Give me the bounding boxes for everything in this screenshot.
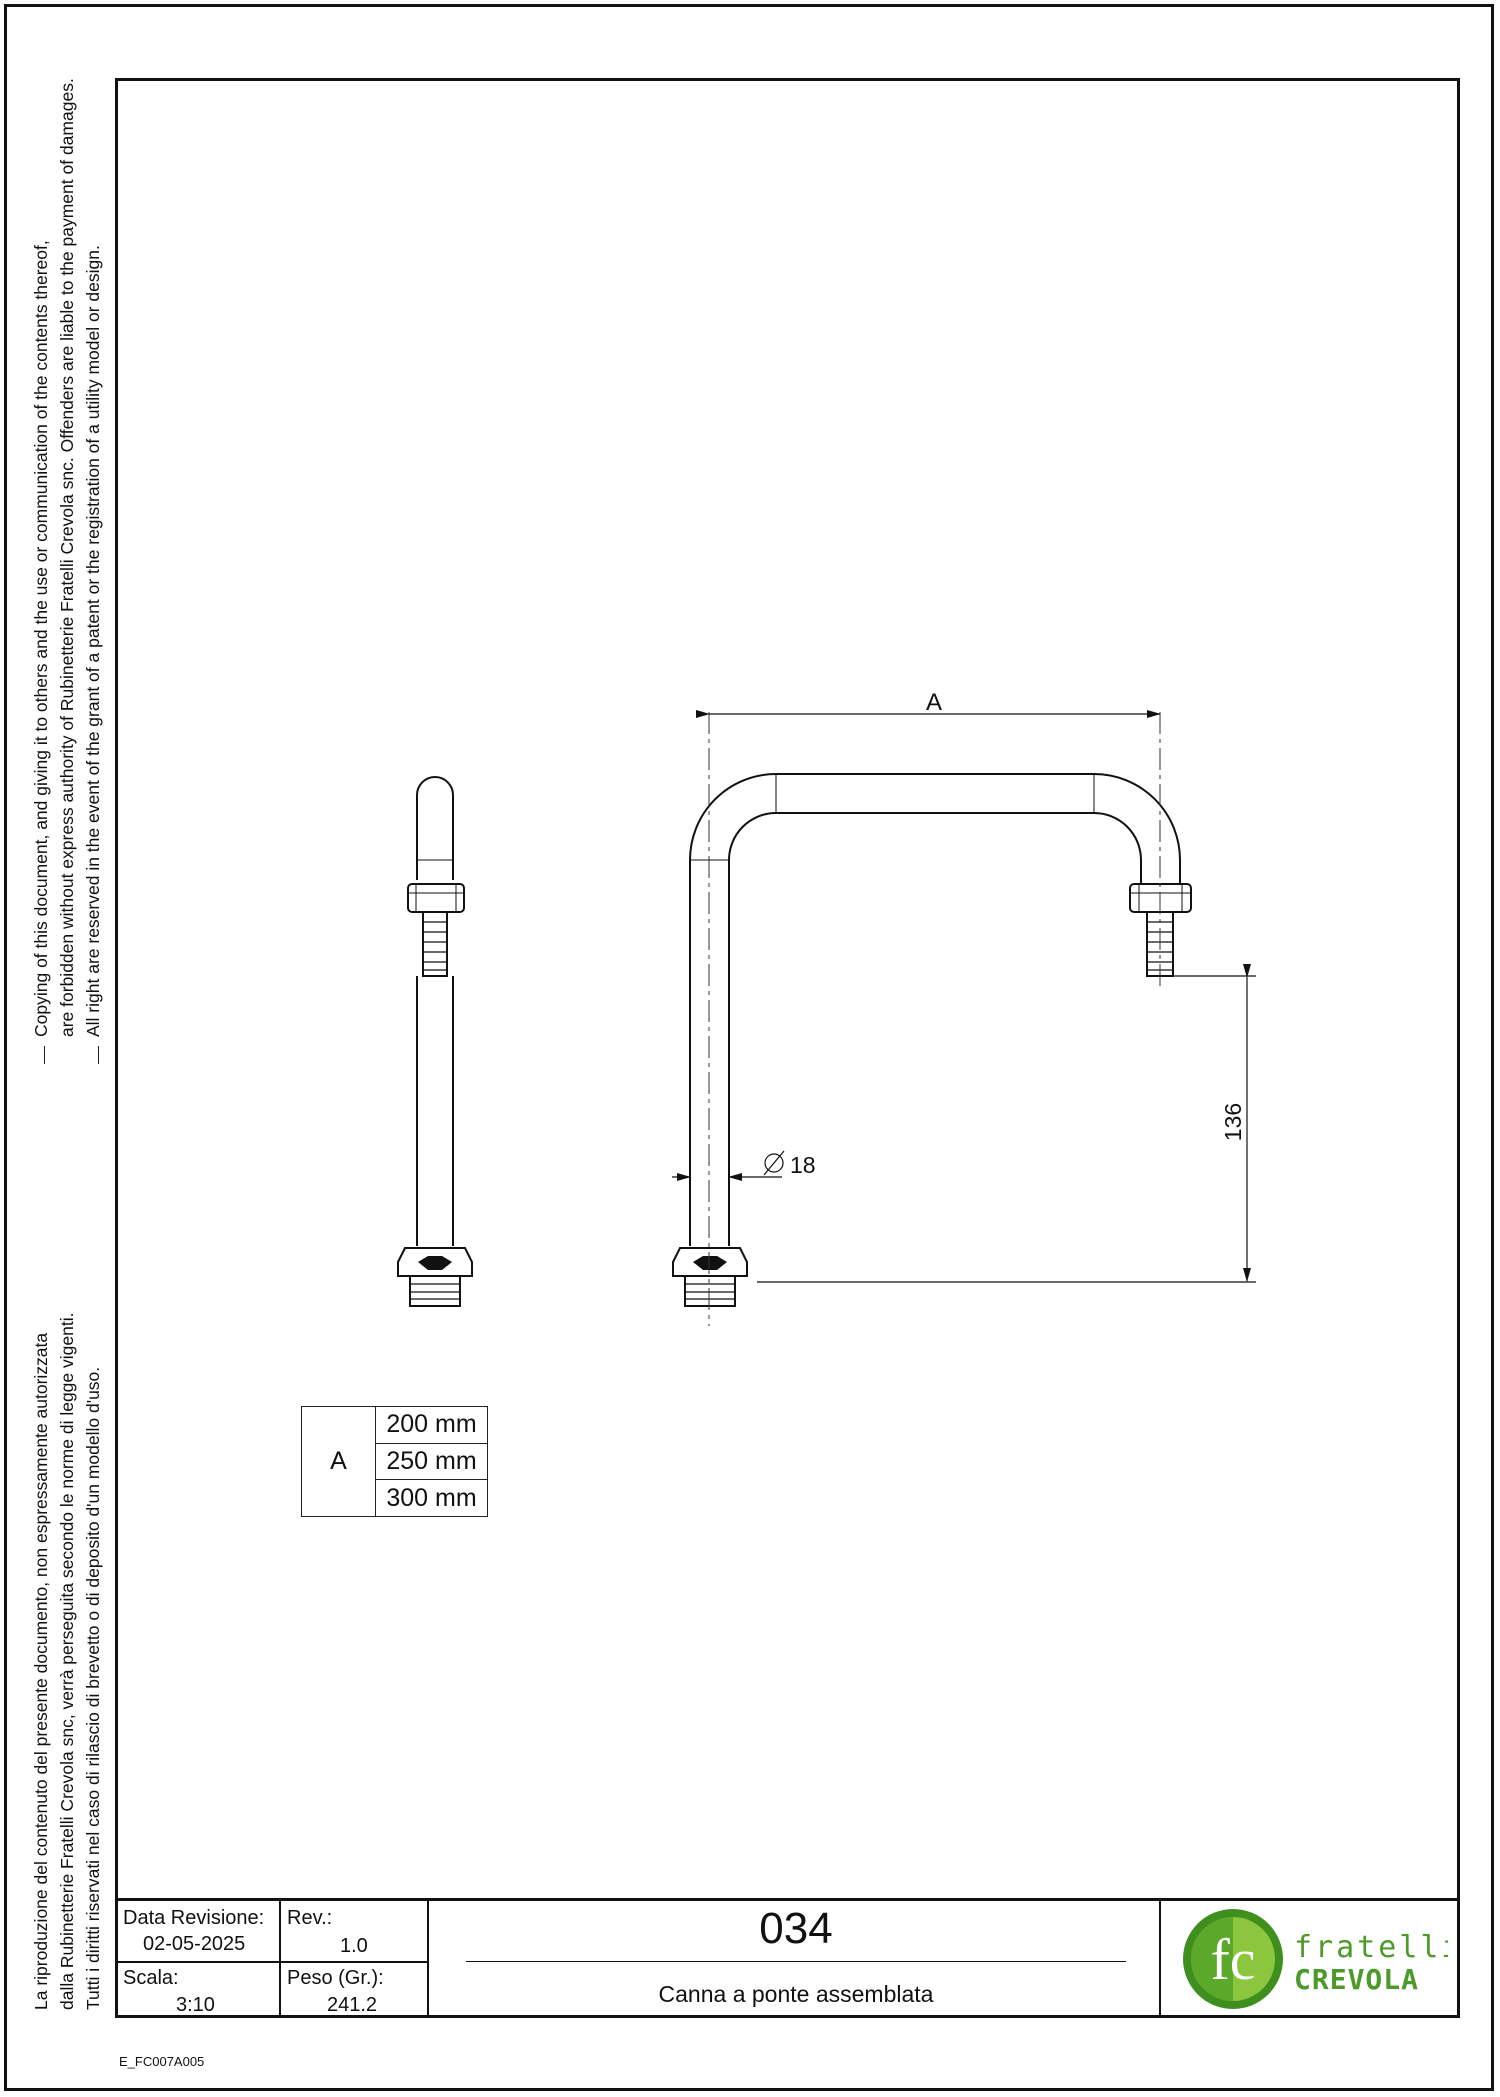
title-block-underline (466, 1961, 1126, 1962)
side-view-tail (422, 912, 448, 977)
size-table-value: 300 mm (375, 1479, 488, 1517)
scala-value: 3:10 (176, 1994, 215, 2016)
rev-value: 1.0 (340, 1935, 368, 1957)
front-view-tube-outer (689, 773, 1181, 1246)
title-block: Data Revisione: 02-05-2025 Rev.: 1.0 Sca… (118, 1898, 1457, 2018)
notice-divider-left (44, 1046, 45, 1064)
rev-label: Rev.: (287, 1907, 333, 1929)
logo-line-2: CREVOLA (1294, 1963, 1419, 1996)
dimension-height (757, 964, 1256, 1283)
side-view (397, 776, 473, 1307)
size-table-value: 250 mm (375, 1442, 488, 1481)
title-block-divider (427, 1901, 429, 2018)
data-revisione-label: Data Revisione: (123, 1907, 265, 1929)
company-logo: fc fratelli CREVOLA (1183, 1909, 1448, 2009)
data-revisione-value: 02-05-2025 (143, 1933, 246, 1955)
title-block-divider (118, 1961, 428, 1963)
front-view-bottom-thread (684, 1275, 736, 1307)
front-view-tube-inner (728, 812, 1142, 1246)
dimension-diameter (672, 1150, 785, 1181)
size-table-value: 200 mm (375, 1406, 488, 1444)
size-table-label: A (301, 1406, 376, 1517)
part-description: Canna a ponte assemblata (658, 1981, 934, 2007)
logo-line-1: fratelli (1294, 1930, 1448, 1965)
diameter-label: 18 (790, 1152, 816, 1178)
side-view-nut (407, 883, 465, 913)
scala-label: Scala: (123, 1967, 179, 1989)
side-view-bottom-nut (397, 1247, 473, 1277)
dimension-a-label: A (926, 689, 942, 716)
title-block-divider (1159, 1901, 1161, 2018)
front-view-bottom-nut (672, 1247, 748, 1277)
peso-label: Peso (Gr.): (287, 1967, 384, 1989)
side-view-spout-top (416, 776, 454, 880)
document-code: E_FC007A005 (119, 2054, 205, 2069)
center-lines (708, 712, 1161, 1326)
front-view (672, 773, 1192, 1307)
height-label: 136 (1220, 1103, 1246, 1141)
peso-value: 241.2 (327, 1994, 378, 2016)
notice-divider-right (98, 1046, 99, 1064)
title-block-divider (279, 1901, 281, 2018)
side-view-bottom-thread (409, 1275, 461, 1307)
drawing-frame (115, 78, 1460, 2018)
size-table: A 200 mm 250 mm 300 mm (301, 1406, 488, 1517)
logo-monogram: fc (1210, 1927, 1255, 1992)
part-number: 034 (759, 1904, 833, 1953)
outer-border (4, 4, 1494, 2091)
